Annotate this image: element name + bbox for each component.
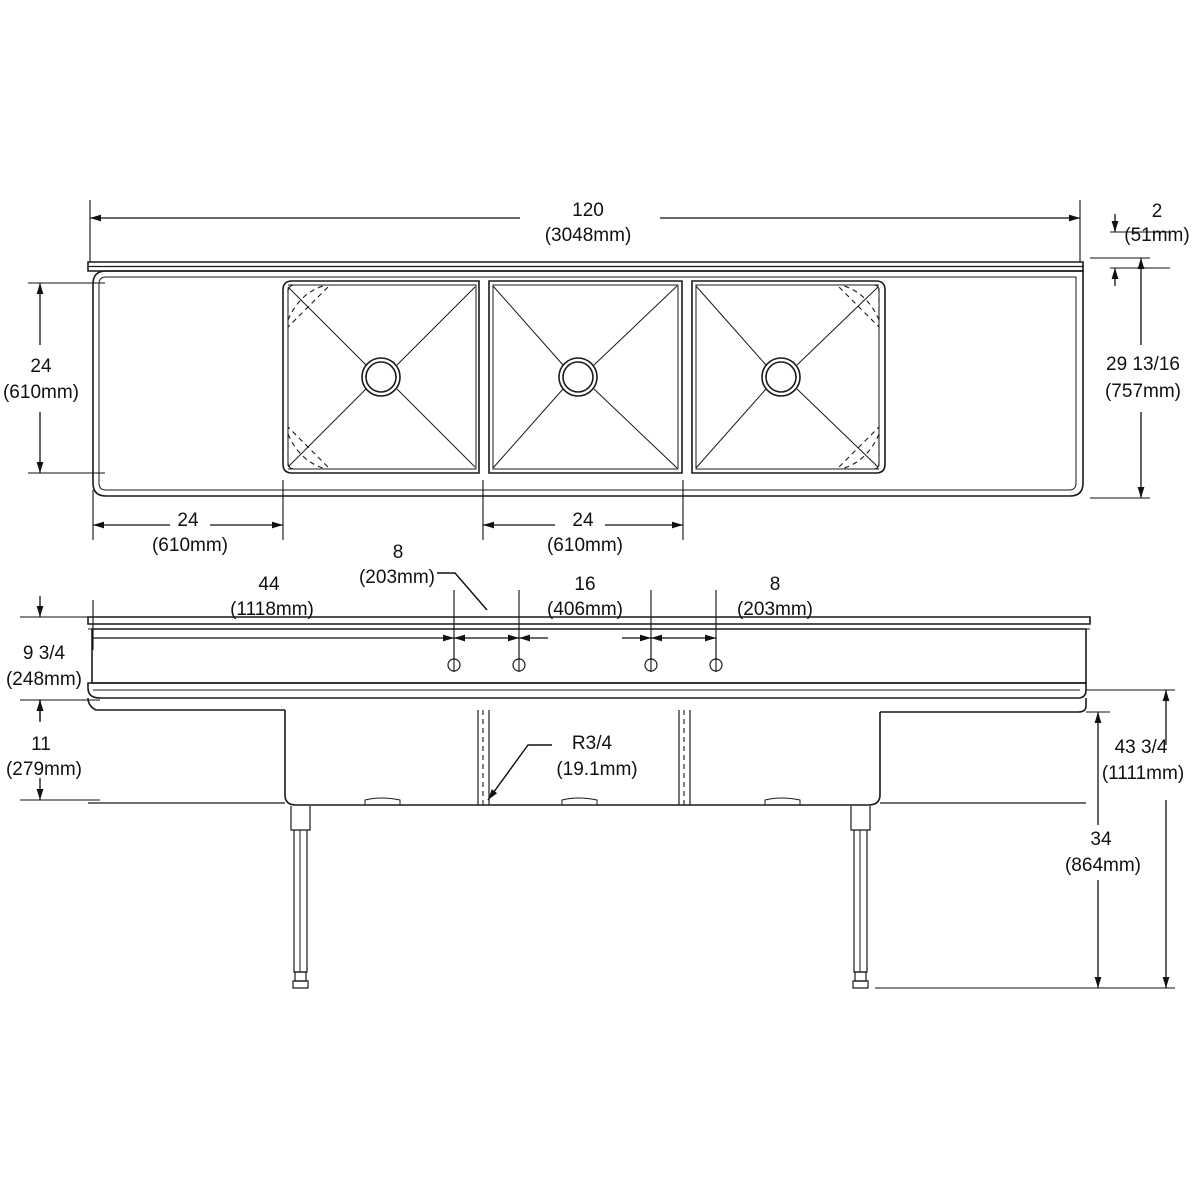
label-bowl-width-imperial: 24 <box>572 510 594 531</box>
label-work-surface-height-imperial: 34 <box>1090 829 1112 850</box>
label-faucet-gap-right-metric: (203mm) <box>737 599 813 620</box>
bowl-1-corner-detail-tl <box>287 284 332 329</box>
faucet-hole-1 <box>447 638 461 672</box>
front-view-group <box>20 572 1175 989</box>
faucet-hole-3 <box>644 638 658 672</box>
dim-work-surface-height <box>875 711 1110 989</box>
label-faucet-gap-right-imperial: 8 <box>770 574 781 595</box>
label-overall-depth-imperial: 29 13/16 <box>1106 354 1180 375</box>
bowl-1-corner-detail-bl <box>287 425 332 470</box>
dim-bowl-depth <box>20 699 100 801</box>
faucet-hole-4 <box>709 638 723 672</box>
leg-right <box>850 806 871 989</box>
label-faucet-gap-left-imperial: 8 <box>393 542 404 563</box>
divider-panel-2 <box>678 710 691 805</box>
label-faucet-offset-metric: (1118mm) <box>230 599 314 620</box>
label-front-to-back-imperial: 24 <box>30 356 52 377</box>
label-faucet-offset-imperial: 44 <box>258 574 280 595</box>
label-overall-length-imperial: 120 <box>572 200 604 221</box>
dim-overall-length <box>89 200 1081 262</box>
dimension-labels: 120 (3048mm) 2 (51mm) 29 13/16 (757mm) 2… <box>3 200 1190 876</box>
label-left-drainboard-imperial: 24 <box>177 510 199 531</box>
bowl-2 <box>488 280 683 474</box>
drain-1 <box>361 357 401 397</box>
label-faucet-spacing-metric: (406mm) <box>547 599 623 620</box>
label-backsplash-depth-imperial: 2 <box>1152 201 1163 222</box>
leader-corner-radius <box>487 744 552 801</box>
leg-left <box>290 806 311 989</box>
dim-faucet-gap-right <box>651 590 717 672</box>
label-backsplash-depth-metric: (51mm) <box>1124 225 1189 246</box>
front-view-body <box>87 616 1091 989</box>
bowl-3-corner-detail-br <box>835 425 880 470</box>
dim-left-drainboard <box>92 480 284 540</box>
label-overall-depth-metric: (757mm) <box>1105 381 1181 402</box>
drain-2 <box>558 357 598 397</box>
label-faucet-gap-left-metric: (203mm) <box>359 567 435 588</box>
top-view-group <box>28 200 1170 540</box>
drain-3 <box>761 357 801 397</box>
dim-front-to-back <box>28 282 105 474</box>
label-backsplash-height-metric: (248mm) <box>6 669 82 690</box>
bowl-3 <box>691 280 886 474</box>
divider-panel-1 <box>477 710 490 805</box>
label-bowl-width-metric: (610mm) <box>547 535 623 556</box>
label-bowl-depth-metric: (279mm) <box>6 759 82 780</box>
label-overall-height-metric: (1111mm) <box>1102 763 1184 784</box>
top-view-body <box>87 261 1084 497</box>
label-bowl-depth-imperial: 11 <box>31 734 51 755</box>
label-left-drainboard-metric: (610mm) <box>152 535 228 556</box>
dim-bowl-width <box>482 480 684 540</box>
faucet-hole-2 <box>512 638 526 672</box>
label-work-surface-height-metric: (864mm) <box>1065 855 1141 876</box>
bowl-3-corner-detail-tr <box>835 284 880 329</box>
bowl-1 <box>282 280 480 474</box>
label-overall-length-metric: (3048mm) <box>545 225 632 246</box>
label-front-to-back-metric: (610mm) <box>3 382 79 403</box>
label-backsplash-height-imperial: 9 3/4 <box>23 643 66 664</box>
label-corner-radius-imperial: R3/4 <box>572 733 613 754</box>
label-corner-radius-metric: (19.1mm) <box>556 759 637 780</box>
dim-faucet-gap-left <box>437 572 520 672</box>
label-faucet-spacing-imperial: 16 <box>574 574 595 595</box>
label-overall-height-imperial: 43 3/4 <box>1115 737 1168 758</box>
dim-backsplash-depth <box>1110 214 1170 286</box>
dim-overall-depth <box>1090 257 1150 499</box>
dim-overall-height <box>880 689 1175 989</box>
